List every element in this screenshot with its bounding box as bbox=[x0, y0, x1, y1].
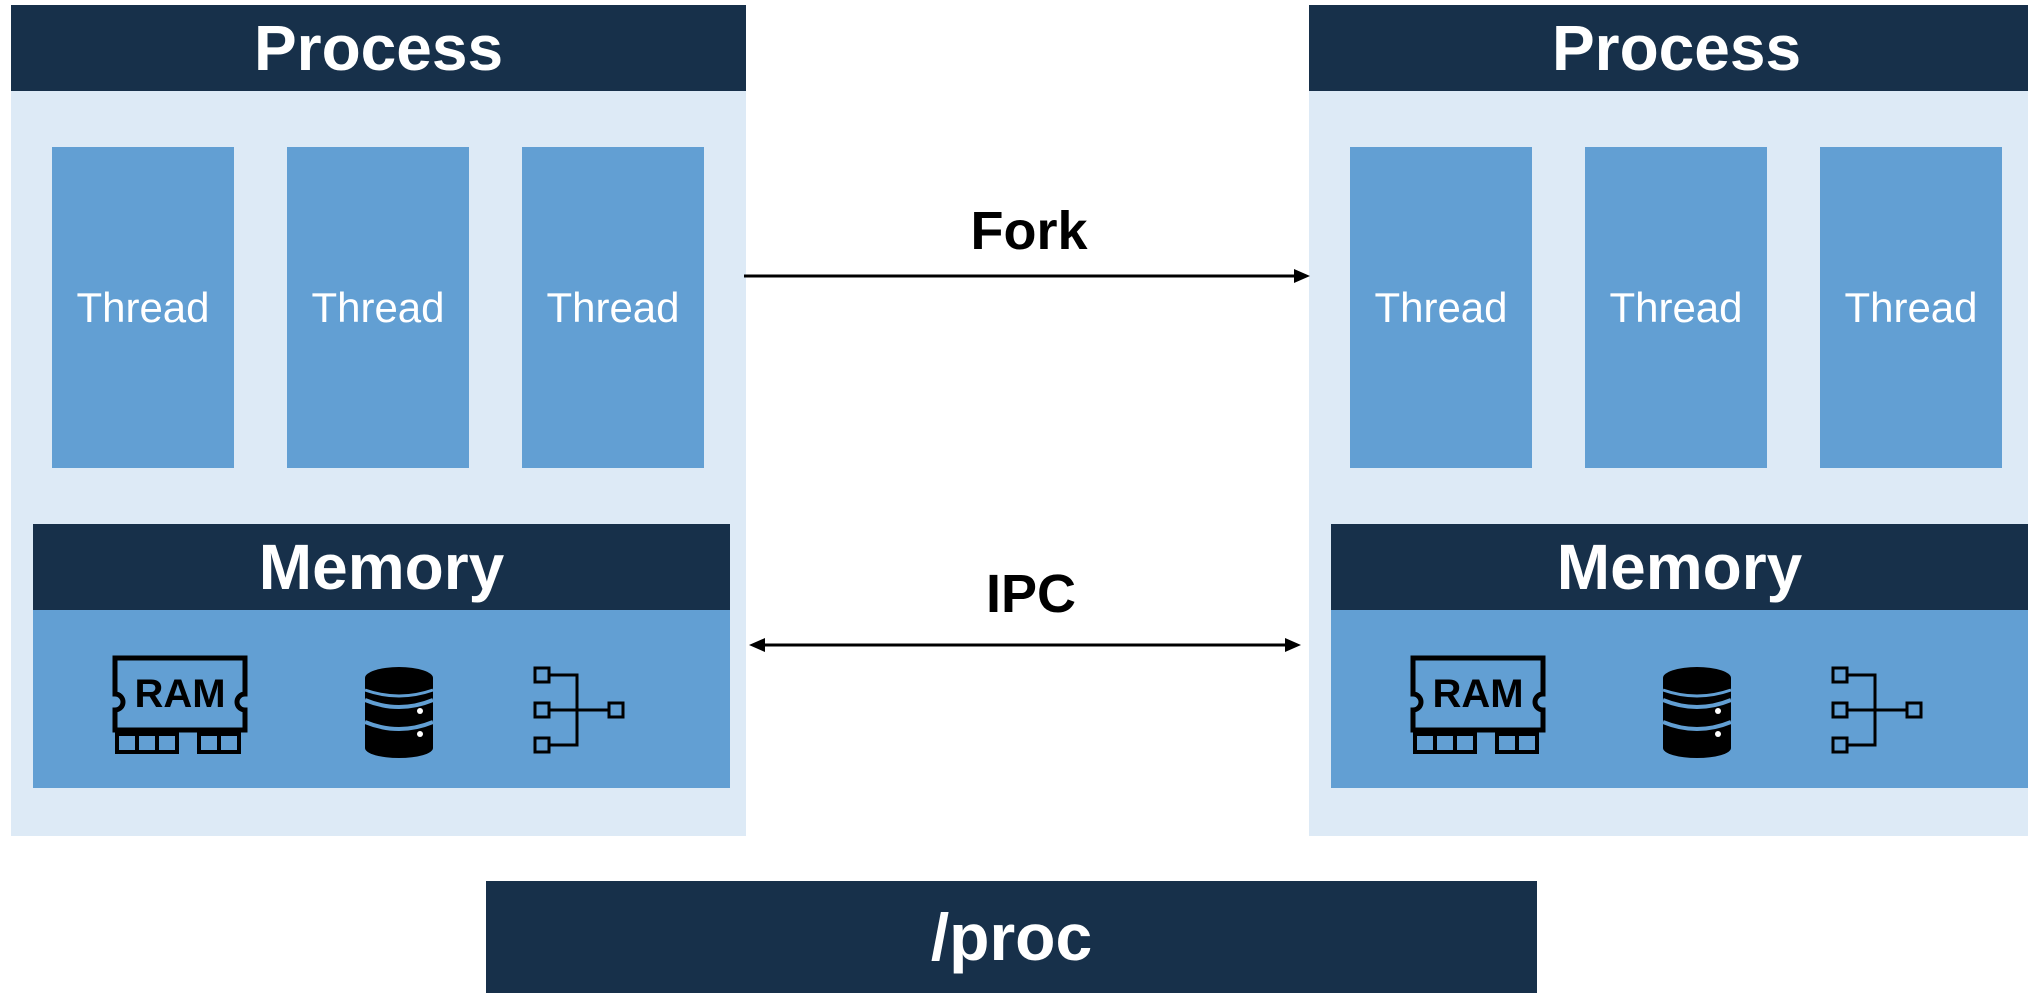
thread-box: Thread bbox=[287, 147, 469, 468]
database-icon bbox=[364, 667, 434, 758]
fork-arrow bbox=[744, 269, 1310, 283]
process-title: Process bbox=[1309, 5, 2028, 91]
thread-box: Thread bbox=[522, 147, 704, 468]
memory-title: Memory bbox=[33, 524, 730, 610]
database-icon bbox=[1662, 667, 1732, 758]
process-left: Process Thread Thread Thread Memory RAM bbox=[11, 5, 746, 836]
memory-title: Memory bbox=[1331, 524, 2028, 610]
ram-label: RAM bbox=[1432, 672, 1523, 716]
thread-box: Thread bbox=[1820, 147, 2002, 468]
ram-icon: RAM bbox=[1410, 655, 1546, 754]
thread-box: Thread bbox=[1350, 147, 1532, 468]
process-right: Process Thread Thread Thread Memory RAM bbox=[1309, 5, 2028, 836]
tree-structure-icon bbox=[533, 666, 625, 754]
memory-panel: RAM bbox=[33, 610, 730, 788]
ram-icon: RAM bbox=[112, 655, 248, 754]
thread-box: Thread bbox=[1585, 147, 1767, 468]
thread-box: Thread bbox=[52, 147, 234, 468]
process-title: Process bbox=[11, 5, 746, 91]
ram-label: RAM bbox=[134, 672, 225, 716]
fork-label: Fork bbox=[970, 201, 1088, 261]
memory-panel: RAM bbox=[1331, 610, 2028, 788]
ipc-arrow bbox=[749, 638, 1301, 652]
proc-filesystem-bar: /proc bbox=[486, 881, 1537, 993]
ipc-label: IPC bbox=[985, 564, 1077, 624]
tree-structure-icon bbox=[1831, 666, 1923, 754]
